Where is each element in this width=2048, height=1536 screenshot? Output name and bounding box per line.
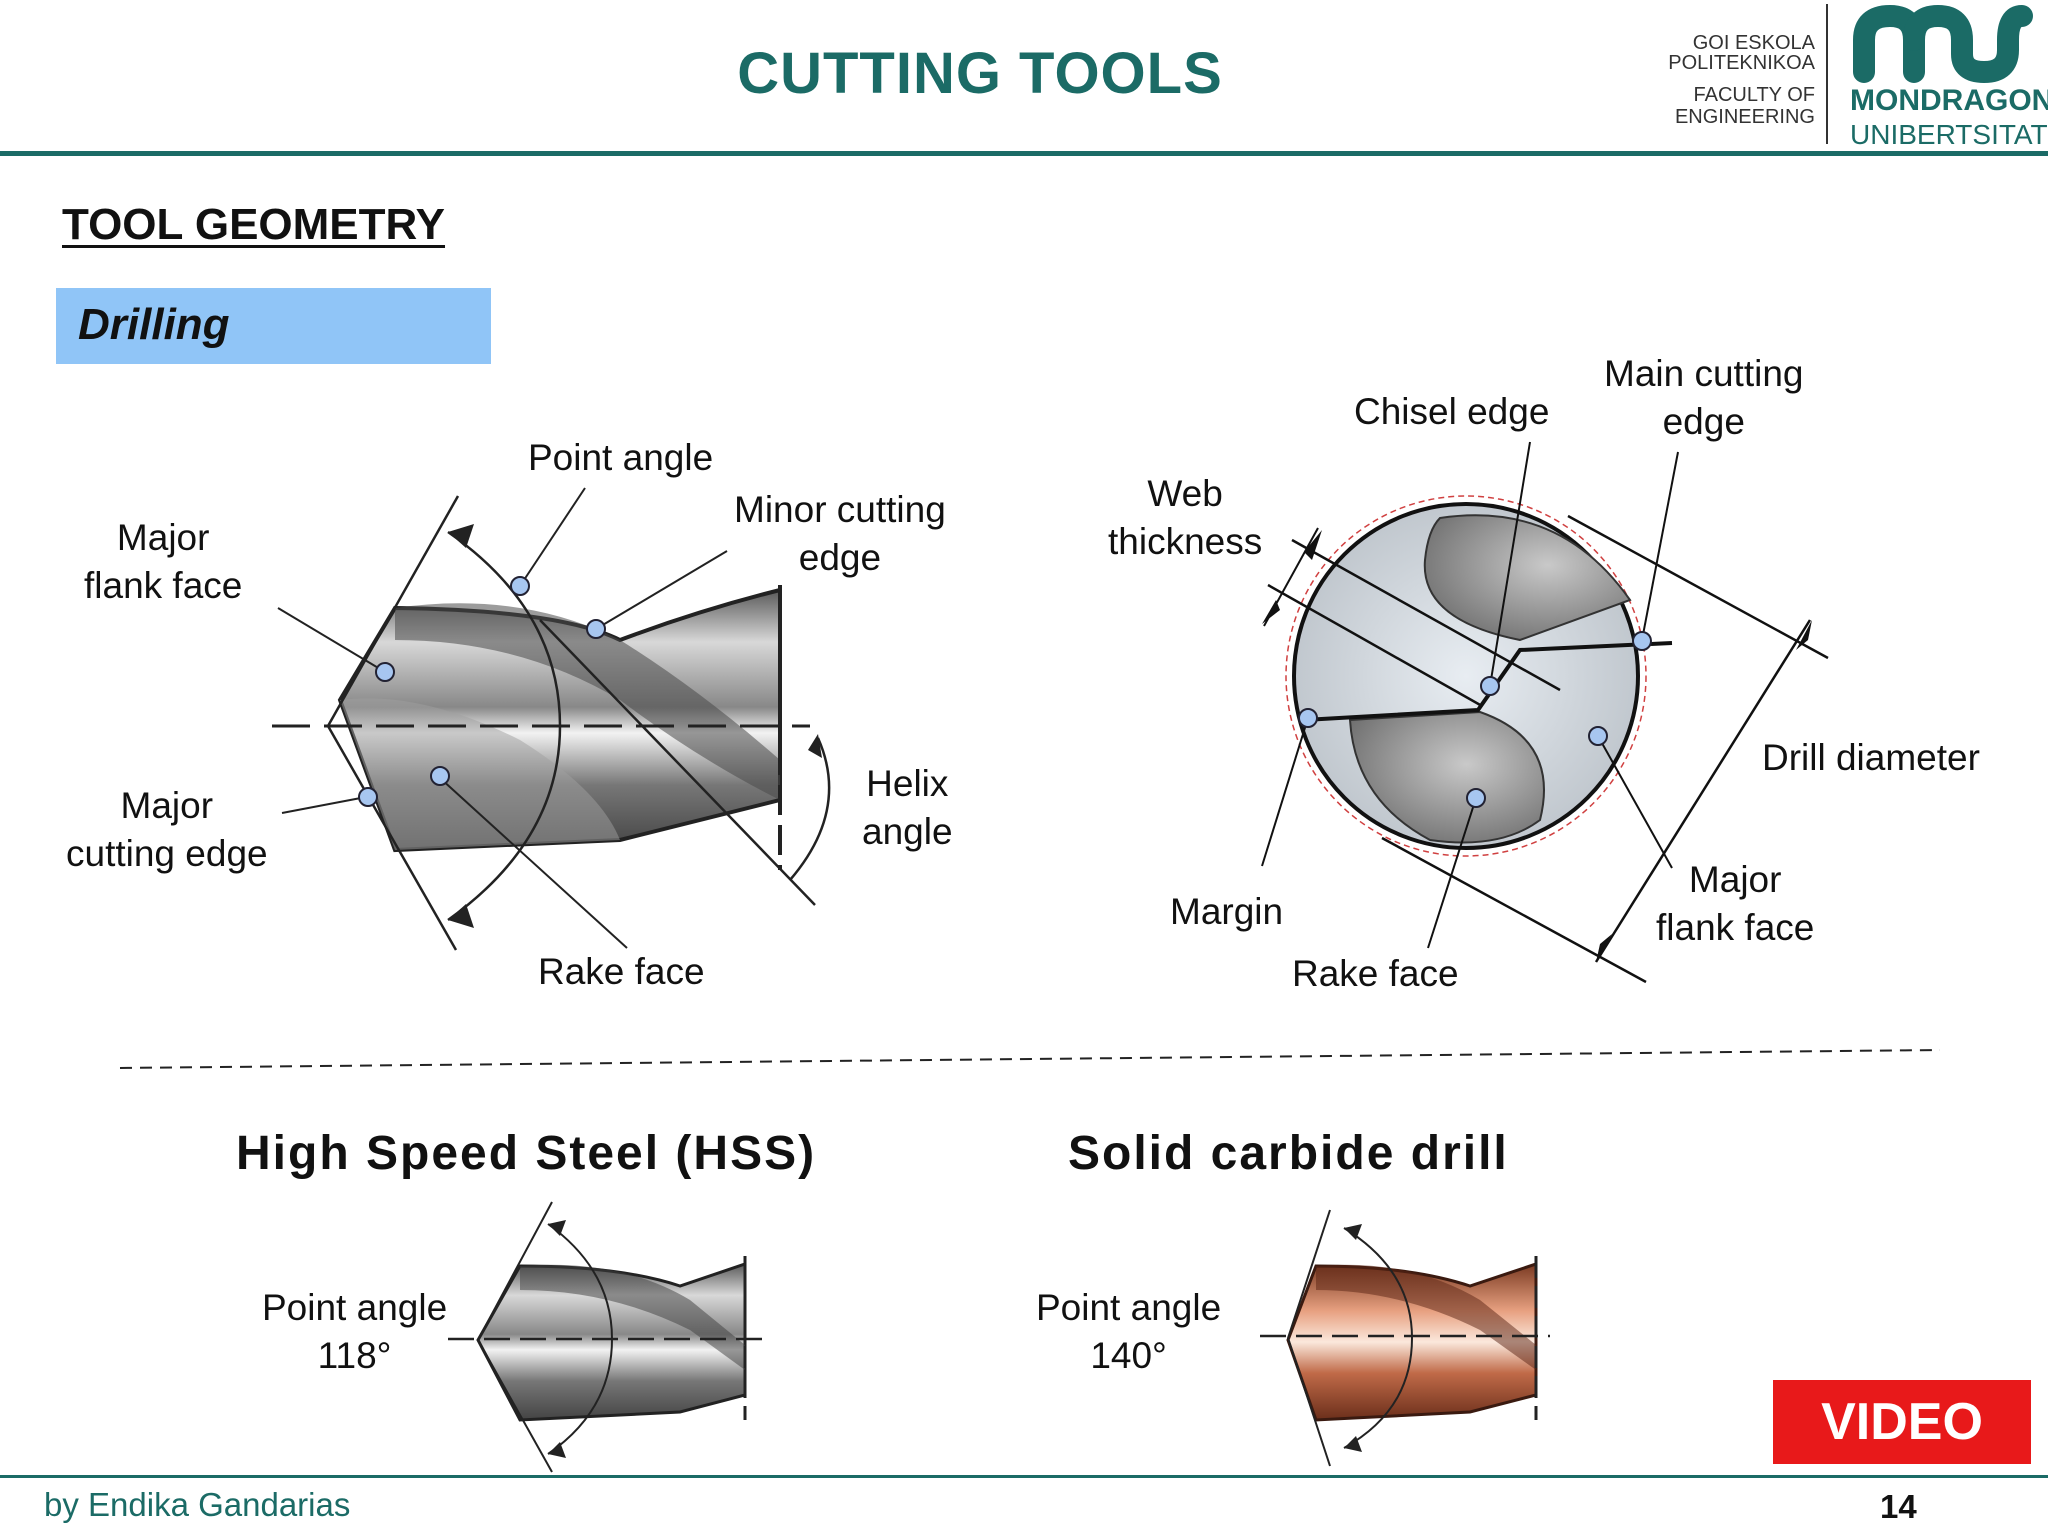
subsection-box: [56, 288, 491, 364]
label-minor-cutting-edge-line-2: edge: [798, 537, 882, 578]
logo-line-2: POLITEKNIKOA: [1668, 52, 1815, 74]
label-web-thickness: Web thickness: [1108, 470, 1262, 566]
label-minor-cutting-edge: Minor cutting edge: [734, 486, 946, 582]
drill-side-view: [272, 487, 831, 951]
label-major-cutting-edge-line-2: cutting edge: [66, 833, 268, 874]
label-major-flank-face-line-1: Major: [116, 517, 210, 558]
label-main-cutting-edge-line-2: edge: [1662, 401, 1745, 442]
label-end-rake-face: Rake face: [1292, 953, 1459, 994]
university-logo: GOI ESKOLA POLITEKNIKOA FACULTY OF ENGIN…: [1640, 0, 2048, 150]
label-drill-diameter: Drill diameter: [1762, 737, 1980, 778]
carbide-point-angle-label: Point angle 140°: [1036, 1284, 1221, 1380]
logo-name-line-1: MONDRAGON: [1850, 84, 2048, 117]
label-web-thickness-line-1: Web: [1147, 473, 1223, 514]
drill-end-view: [1261, 441, 1829, 984]
label-main-cutting-edge-line-1: Main cutting: [1604, 353, 1804, 394]
label-web-thickness-line-2: thickness: [1108, 521, 1263, 562]
label-margin: Margin: [1170, 891, 1284, 932]
label-helix-angle-line-2: angle: [862, 811, 953, 852]
logo-line-1: GOI ESKOLA: [1692, 32, 1815, 54]
hss-point-angle-line-1: Point angle: [262, 1287, 448, 1328]
logo-name: MONDRAGON UNIBERTSITATEA: [1850, 84, 2048, 152]
label-major-flank-face-line-2: flank face: [84, 565, 243, 606]
label-major-flank-face: Major flank face: [84, 514, 242, 610]
slide-title: CUTTING TOOLS: [737, 41, 1223, 106]
video-button[interactable]: VIDEO: [1773, 1380, 2031, 1464]
carbide-point-angle-line-2: 140°: [1090, 1335, 1167, 1376]
section-title: TOOL GEOMETRY: [62, 200, 446, 249]
label-helix-angle-line-1: Helix: [866, 763, 949, 804]
author-credit: by Endika Gandarias: [44, 1486, 351, 1523]
logo-line-3: FACULTY OF: [1693, 84, 1815, 106]
footer-rule: [0, 1475, 2048, 1478]
label-rake-face: Rake face: [538, 951, 705, 992]
label-minor-cutting-edge-line-1: Minor cutting: [734, 489, 946, 530]
section-separator: [119, 1049, 1941, 1069]
label-end-major-flank-face-line-1: Major: [1688, 859, 1782, 900]
label-major-cutting-edge: Major cutting edge: [66, 782, 268, 878]
flute-upper: [1423, 514, 1632, 642]
hss-point-angle-label: Point angle 118°: [262, 1284, 447, 1380]
subsection-label: Drilling: [78, 300, 230, 349]
hss-title: High Speed Steel (HSS): [236, 1127, 817, 1180]
label-chisel-edge: Chisel edge: [1354, 391, 1550, 432]
label-end-major-flank-face-line-2: flank face: [1656, 907, 1815, 948]
hss-point-angle-line-2: 118°: [317, 1335, 392, 1376]
label-main-cutting-edge: Main cutting edge: [1604, 350, 1804, 446]
page-number: 14: [1880, 1488, 1917, 1525]
logo-name-line-2: UNIBERTSITATEA: [1850, 119, 2048, 150]
label-end-major-flank-face: Major flank face: [1656, 856, 1814, 952]
header-rule: [0, 151, 2048, 156]
drill-flute-upper: [395, 603, 780, 800]
drill-flute-lower: [340, 698, 620, 850]
logo-line-4: ENGINEERING: [1674, 106, 1815, 128]
label-major-cutting-edge-line-1: Major: [120, 785, 214, 826]
logo-divider: [1826, 4, 1828, 144]
carbide-title: Solid carbide drill: [1068, 1127, 1509, 1180]
label-helix-angle: Helix angle: [862, 760, 953, 856]
carbide-drill-image: [1260, 1209, 1550, 1467]
carbide-point-angle-line-1: Point angle: [1036, 1287, 1222, 1328]
label-point-angle: Point angle: [528, 437, 714, 478]
flute-lower: [1348, 710, 1545, 844]
hss-drill-image: [448, 1201, 765, 1473]
